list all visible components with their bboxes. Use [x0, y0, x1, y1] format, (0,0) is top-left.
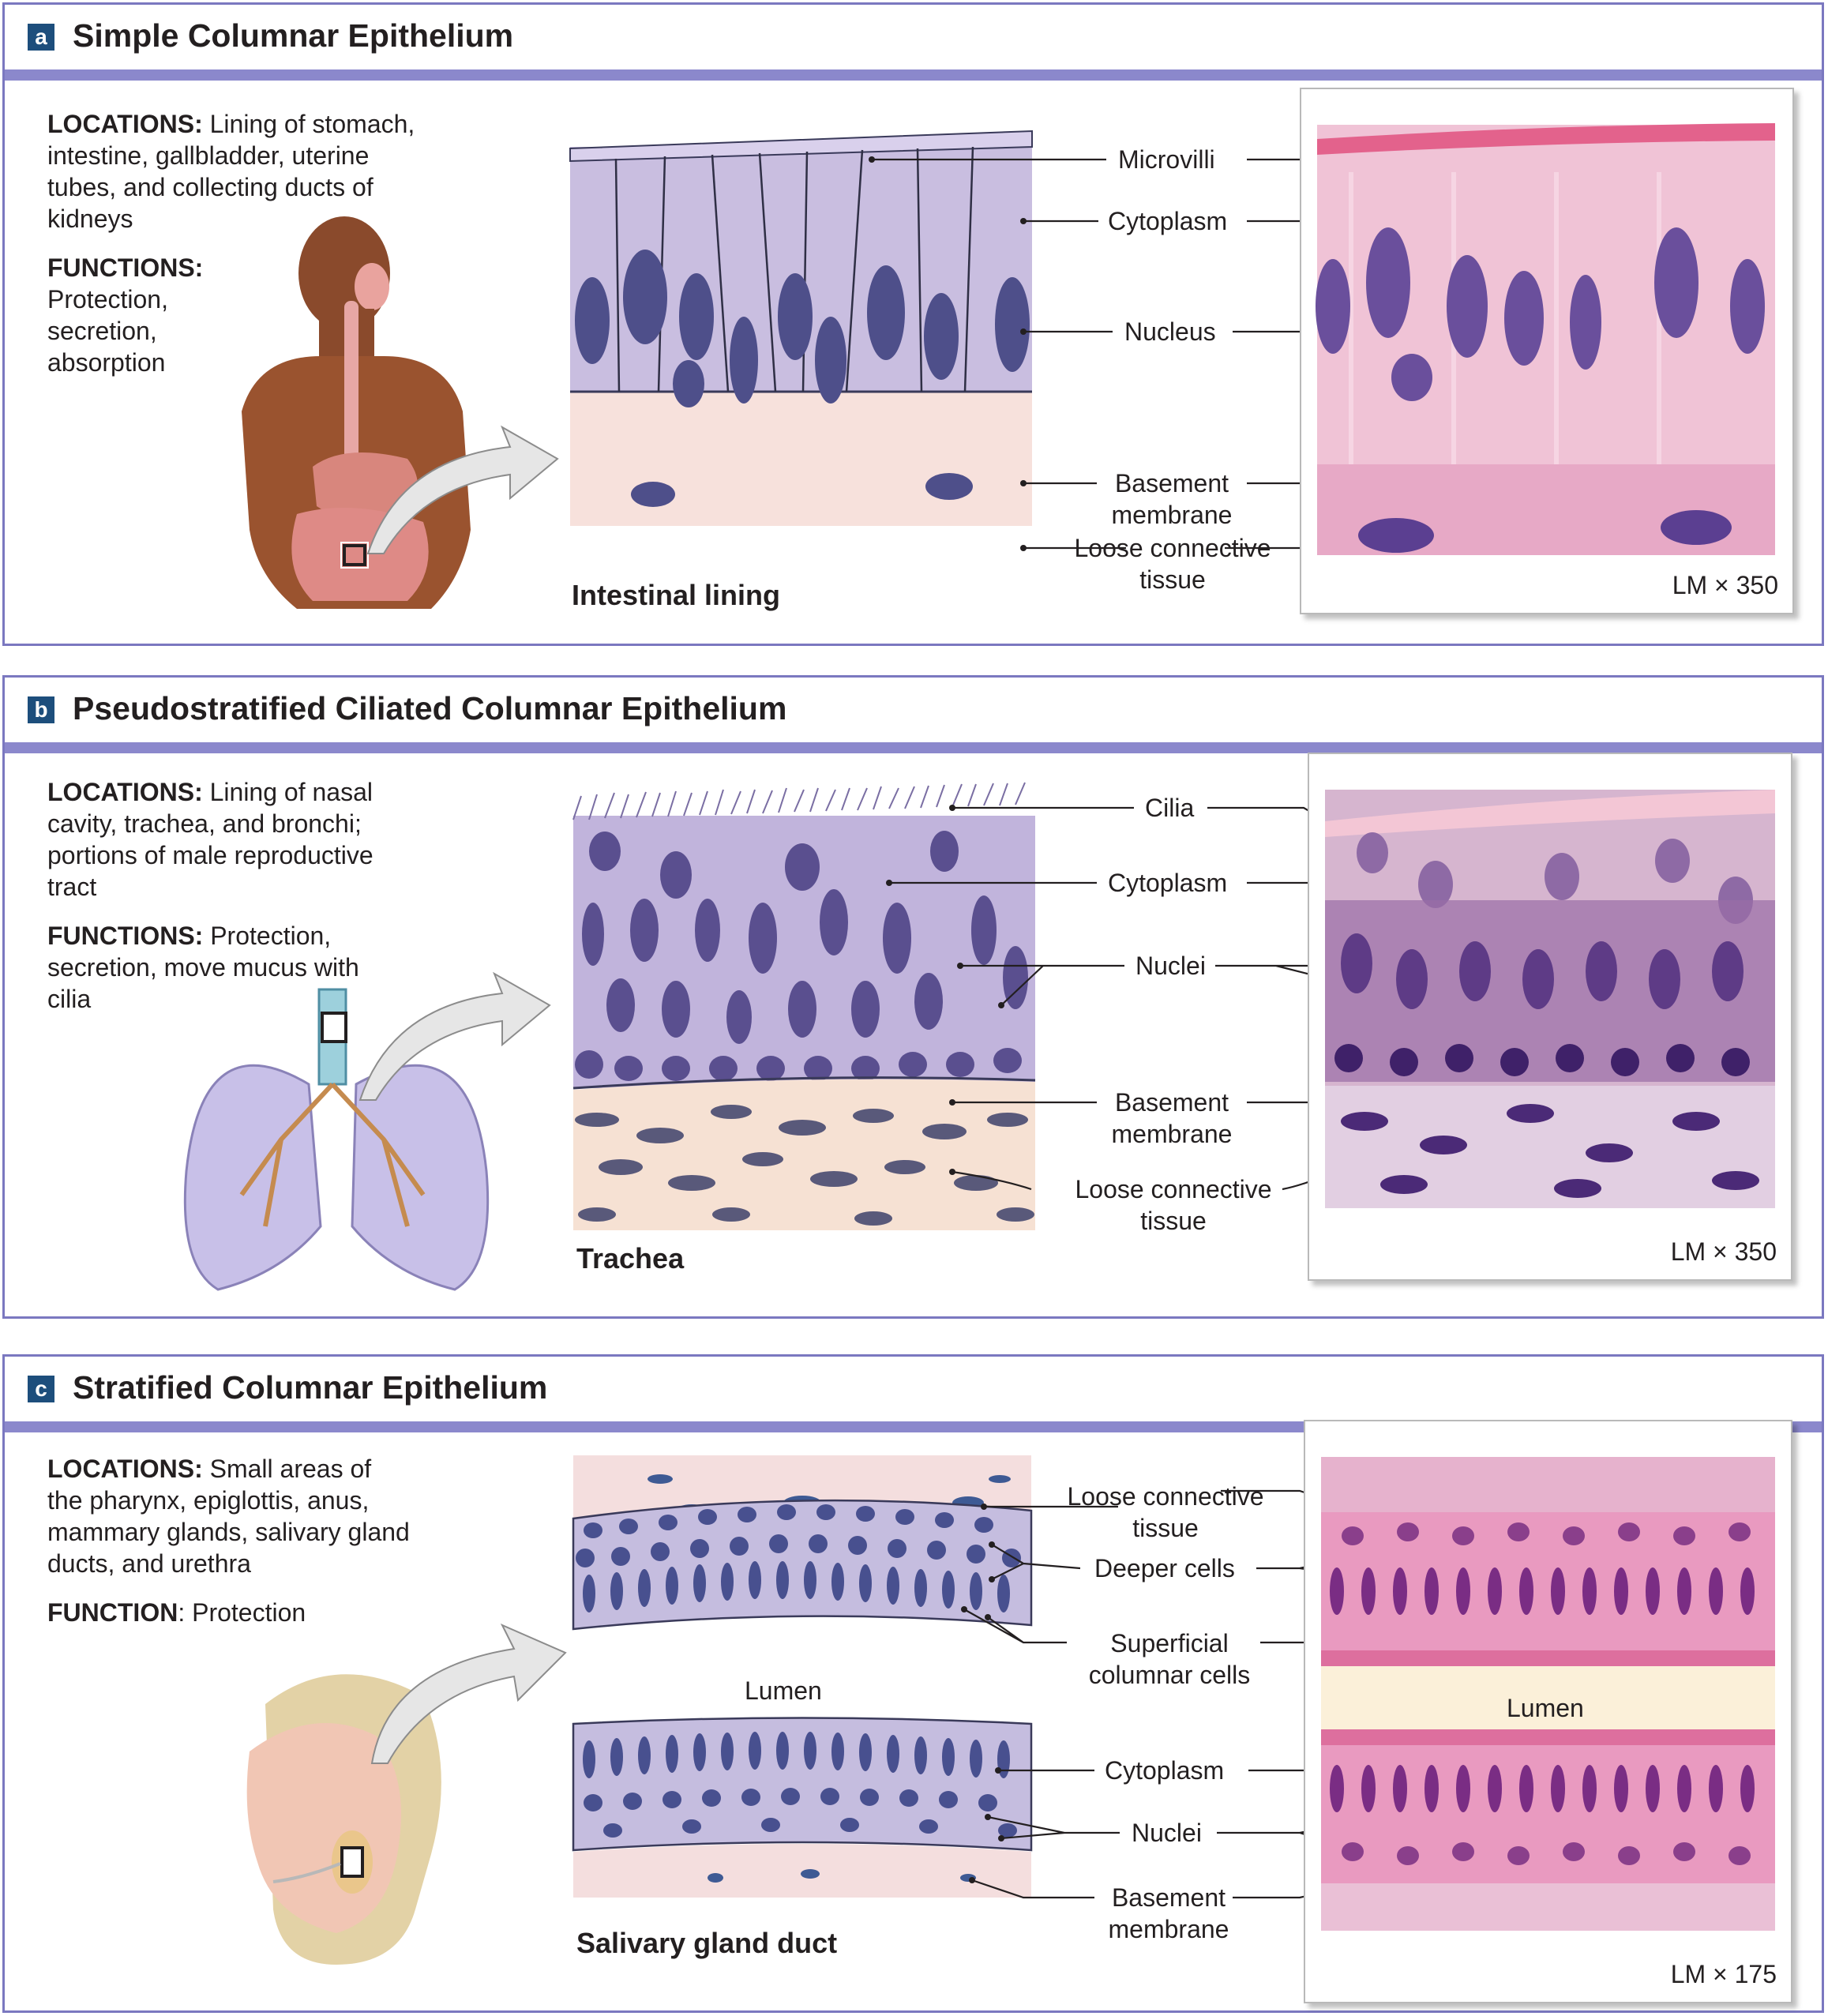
micrograph-frame: LM × 350	[1308, 753, 1792, 1281]
locations-key: LOCATIONS:	[47, 110, 203, 138]
info-text: LOCATIONS: Lining of nasal cavity, trach…	[47, 776, 379, 1032]
label-nuclei: Nuclei	[1135, 952, 1206, 980]
locations-key: LOCATIONS:	[47, 1455, 203, 1483]
label-loose-connective: Loose connective tissue	[1067, 1482, 1264, 1542]
functions-text: : Protection	[178, 1598, 306, 1627]
panel-header: a Simple Columnar Epithelium	[5, 5, 1822, 81]
micrograph-image	[1325, 790, 1775, 1208]
micrograph-frame: LM × 350	[1300, 88, 1794, 614]
magnification-label: LM × 350	[1670, 1237, 1777, 1266]
panel-title: Simple Columnar Epithelium	[73, 17, 514, 54]
simple-columnar-diagram	[569, 130, 1033, 526]
magnification-label: LM × 175	[1670, 1960, 1777, 1988]
panel-title: Pseudostratified Ciliated Columnar Epith…	[73, 690, 787, 726]
lumen-label: Lumen	[745, 1676, 822, 1705]
label-deeper-cells: Deeper cells	[1094, 1554, 1235, 1582]
magnification-label: LM × 350	[1672, 571, 1778, 599]
functions-key: FUNCTIONS:	[47, 922, 204, 950]
label-nuclei: Nuclei	[1132, 1819, 1202, 1847]
label-cytoplasm: Cytoplasm	[1108, 869, 1228, 897]
label-cilia: Cilia	[1145, 794, 1195, 822]
panel-title: Stratified Columnar Epithelium	[73, 1369, 548, 1406]
label-cytoplasm: Cytoplasm	[1105, 1756, 1225, 1785]
panel-badge: a	[28, 24, 54, 51]
panel-badge: c	[28, 1376, 54, 1402]
micrograph-image	[1321, 1457, 1775, 1931]
locations-key: LOCATIONS:	[47, 778, 203, 806]
locations-text: Lining of nasal cavity, trachea, and bro…	[47, 778, 373, 901]
micrograph-lumen-label: Lumen	[1507, 1694, 1584, 1722]
diagram-caption: Intestinal lining	[572, 579, 781, 611]
functions-key: FUNCTION	[47, 1598, 178, 1627]
micrograph-image	[1316, 123, 1775, 555]
pseudostratified-diagram	[572, 782, 1036, 1230]
label-nucleus: Nucleus	[1124, 317, 1216, 346]
info-text: LOCATIONS: Lining of stomach, intestine,…	[47, 108, 442, 396]
info-text: LOCATIONS: Small areas of the pharynx, e…	[47, 1453, 411, 1646]
label-basement-membrane: Basement membrane	[1111, 1088, 1233, 1148]
diagram-caption: Salivary gland duct	[576, 1927, 838, 1959]
panel-header: b Pseudostratified Ciliated Columnar Epi…	[5, 678, 1822, 753]
functions-text: Protection, secretion, move mucus with c…	[47, 922, 359, 1013]
panel-stratified-columnar: c Stratified Columnar Epithelium LOCATIO…	[2, 1354, 1824, 2013]
label-basement-membrane: Basement membrane	[1111, 469, 1233, 529]
label-cytoplasm: Cytoplasm	[1108, 207, 1228, 235]
pointer-arrow	[366, 425, 559, 554]
panel-badge: b	[28, 696, 54, 723]
panel-simple-columnar: a Simple Columnar Epithelium LOCATIONS: …	[2, 2, 1824, 646]
label-microvilli: Microvilli	[1118, 145, 1215, 174]
pointer-arrow	[358, 971, 551, 1101]
locations-text: Small areas of the pharynx, epiglottis, …	[47, 1455, 410, 1578]
human-torso-illustration	[242, 216, 471, 609]
micrograph-frame: Lumen LM × 175	[1304, 1420, 1792, 2003]
stratified-diagram-lower	[572, 1717, 1033, 1898]
locations-text: Lining of stomach, intestine, gallbladde…	[47, 110, 415, 233]
functions-key: FUNCTIONS:	[47, 253, 204, 282]
pointer-arrow	[370, 1623, 567, 1764]
label-basement-membrane: Basement membrane	[1108, 1883, 1229, 1943]
lungs-illustration	[183, 988, 490, 1291]
label-superficial-columnar: Superficial columnar cells	[1088, 1629, 1251, 1689]
functions-text: Protection, secretion, absorption	[47, 285, 168, 377]
panel-pseudostratified: b Pseudostratified Ciliated Columnar Epi…	[2, 675, 1824, 1319]
stratified-diagram-upper	[572, 1455, 1033, 1631]
diagram-caption: Trachea	[576, 1242, 685, 1275]
label-loose-connective: Loose connective tissue	[1075, 1175, 1272, 1235]
